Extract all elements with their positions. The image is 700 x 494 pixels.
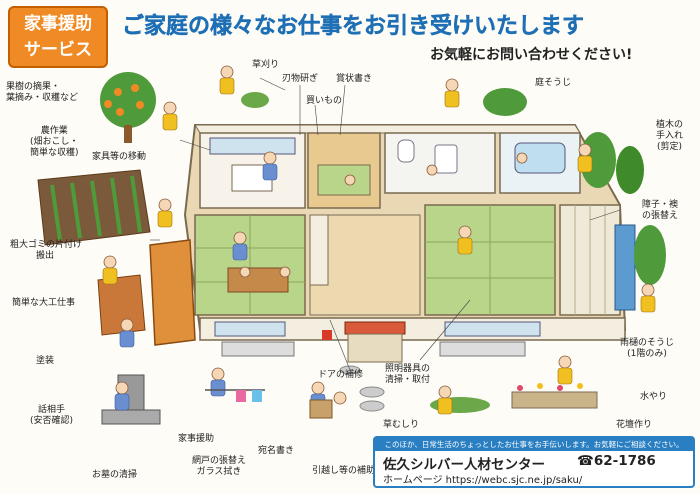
badge-line-2: サービス: [24, 40, 92, 60]
label-water: 水やり: [640, 392, 668, 402]
phone-number[interactable]: ☎62-1786: [577, 453, 656, 469]
badge-line-1: 家事援助: [24, 14, 92, 34]
label-grave: お墓の清掃: [92, 470, 138, 480]
label-garbage: 粗大ゴミの片付け 搬出: [10, 240, 83, 261]
contact-box: このほか、日常生活のちょっとしたお仕事をお手伝いします。お気軽にご相談ください。…: [373, 436, 695, 488]
label-shopping: 買いもの: [306, 96, 343, 106]
label-tree: 植木の 手入れ (剪定): [656, 120, 684, 152]
service-badge: 家事援助 サービス: [8, 6, 108, 68]
subheadline: お気軽にお問い合わせください!: [430, 47, 633, 63]
label-carpentry: 簡単な大工仕事: [12, 298, 76, 308]
label-flowerbed: 花壇作り: [616, 420, 653, 430]
label-letter: 賞状書き: [336, 74, 373, 84]
contact-note: このほか、日常生活のちょっとしたお仕事をお手伝いします。お気軽にご相談ください。: [375, 438, 693, 451]
headline: ご家庭の様々なお仕事をお引き受けいたします: [122, 14, 585, 39]
fruit-tree: [100, 72, 156, 128]
garden-bush: [483, 88, 527, 116]
label-door: ドアの補修: [318, 370, 364, 380]
label-gutter: 雨樋のそうじ (1階のみ): [620, 338, 675, 359]
label-knife: 刃物研ぎ: [282, 74, 319, 84]
label-housework: 家事援助: [178, 434, 215, 444]
label-garden: 庭そうじ: [535, 78, 572, 88]
hedge-tree: [634, 225, 666, 285]
label-fruit: 果樹の摘果・ 葉摘み・収穫など: [6, 82, 79, 103]
label-farm: 農作業 (畑おこし・ 簡単な収穫): [30, 126, 79, 158]
label-paint: 塗装: [36, 356, 55, 366]
annex-roof: [149, 239, 196, 346]
label-furniture: 家具等の移動: [92, 152, 147, 162]
label-talk: 話相手 (安否確認): [30, 405, 74, 426]
label-moving: 引越し等の補助: [312, 466, 376, 476]
label-light: 照明器具の 清掃・取付: [385, 364, 431, 385]
center-name: 佐久シルバー人材センター: [383, 457, 545, 473]
flowerbed: [511, 391, 598, 409]
label-address: 宛名書き: [258, 446, 295, 456]
label-weed: 草むしり: [383, 420, 420, 430]
label-screen: 網戸の張替え ガラス拭き: [192, 456, 247, 477]
label-grass: 草刈り: [252, 60, 280, 70]
label-shoji: 障子・襖 の張替え: [642, 200, 679, 221]
homepage-link[interactable]: ホームページ https://webc.sjc.ne.jp/saku/: [383, 475, 583, 486]
